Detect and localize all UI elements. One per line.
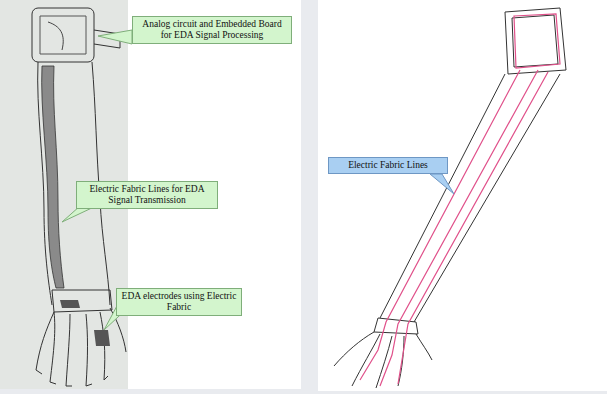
right-arm-sketch xyxy=(334,8,566,388)
callout-tail xyxy=(430,174,454,194)
callout-text: Electric Fabric Lines xyxy=(333,160,443,171)
electrode-patch xyxy=(60,300,110,346)
callout-tail xyxy=(98,30,132,44)
callout-text: EDA electrodes using Electric Fabric xyxy=(121,291,237,313)
right-panel xyxy=(318,0,607,391)
fabric-line-strip xyxy=(42,66,64,288)
callout-box: EDA electrodes using Electric Fabric xyxy=(116,288,242,316)
callout-box: Electric Fabric Lines xyxy=(328,157,448,174)
callout-box: Electric Fabric Lines for EDA Signal Tra… xyxy=(76,181,218,209)
callout-box: Analog circuit and Embedded Board for ED… xyxy=(132,16,292,44)
callout-text: Electric Fabric Lines for EDA Signal Tra… xyxy=(81,184,213,206)
callout-text: Analog circuit and Embedded Board for ED… xyxy=(137,19,287,41)
electric-fabric-lines xyxy=(360,14,560,386)
left-panel xyxy=(0,0,301,389)
